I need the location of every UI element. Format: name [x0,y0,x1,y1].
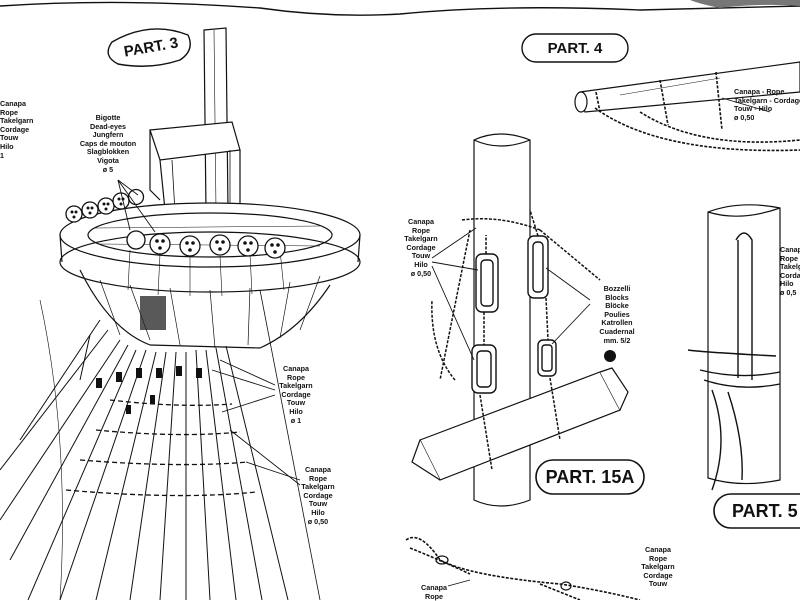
part3-mast-top-drawing [59,27,361,349]
label-line: Rope [780,253,798,263]
label-line: Touw - Hilo [734,104,773,114]
label-line: Canapa [305,465,331,474]
label-line: mm. 5/2 [603,335,631,345]
label-line: Cordage [406,242,436,252]
label-line: Rope [425,591,443,601]
label-line: Cordage [0,124,30,134]
label-line: Canapa [0,99,26,108]
label-line: Canapa [421,583,447,592]
label-line: Hilo [311,507,325,517]
label-line: Touw [411,251,431,261]
deadeyes-row-top [65,188,286,259]
part5-rope [687,349,781,491]
label-line: Cordage [780,270,800,280]
label-line: Takelgarn [780,262,800,272]
part3-leader-lines [117,179,301,486]
label-line: Rope [309,473,327,483]
label-line: Takelgarn [0,116,34,126]
label-line: ø 0,50 [307,516,329,526]
part15a-ropes [431,209,601,471]
label-line: ø 0,5 [780,287,797,297]
label-line: Takelgarn [641,562,675,572]
part15a-title: PART. 15A [545,466,635,487]
label-line: Hilo [780,279,794,289]
label-line: Rope [0,107,18,117]
label-line: Slagblokken [86,147,130,157]
label-line: Cordage [303,490,333,500]
label-line: Rope [649,553,667,563]
label-line: Caps de mouton [79,138,137,148]
bottom-rope-loops [435,555,572,591]
label-line: Bigotte [95,113,121,122]
label-rope-right-edge: CanapaRopeTakelgarnCordageHiloø 0,5 [780,245,800,298]
page-top-shading [690,0,800,8]
bottom-rope-detail [405,536,641,600]
label-line: ø 0,50 [734,112,755,122]
part4-title: PART. 4 [547,39,603,57]
label-line: Dead-eyes [90,121,126,131]
label-line: Touw [648,579,668,589]
label-line: Cuadernal [599,326,635,336]
label-line: Canapa [283,364,309,373]
label-line: Bozzelli [603,284,631,293]
label-line: ø 0,50 [410,268,432,278]
label-line: Takelgarn [404,234,438,244]
part4-rope-lines [594,71,800,152]
label-line: Katrollen [601,318,633,328]
part15a-mast-drawing [411,133,629,507]
label-line: ø 1 [290,415,302,425]
label-line: Canapa - Rope [734,87,785,96]
label-line: Vigota [97,155,119,165]
label-line: Touw [0,133,19,143]
label-line: Touw [308,499,328,509]
label-line: Hilo [289,406,303,416]
label-line: Rope [412,225,430,235]
label-line: Blocks [605,292,629,302]
label-line: ø 5 [102,164,114,174]
part15a-blocks [471,235,557,394]
label-line: Canapa [780,245,800,254]
part3-badge-outline [107,28,191,67]
part4-badge-outline [521,33,629,63]
label-line: Rope [287,372,305,382]
ratlines [65,399,257,497]
label-line: Canapa [645,545,671,554]
part5-coil-drawing [707,204,781,485]
part15a-badge-outline [535,459,645,495]
part15a-leader-lines [431,227,591,361]
label-line: Blöcke [605,301,629,311]
part15a-scale-dot [604,350,616,362]
label-line: Touw [286,398,306,408]
label-line: Takelgarn [301,482,335,492]
part5-title: PART. 5 [732,500,798,521]
label-line: 1 [0,150,4,160]
part5-badge-outline [713,493,800,529]
label-line: Cordage [643,570,673,580]
label-line: Hilo [414,259,428,269]
part4-yard-drawing [574,61,800,113]
label-line: Canapa [408,217,434,226]
label-line: Hilo [0,141,14,151]
label-line: Cordage [281,389,311,399]
label-line: Takelgarn [279,381,313,391]
shroud-seizings [96,366,202,414]
part4-leader [721,97,771,113]
page-top-curve [0,1,800,16]
deadeyes-holes [70,197,280,254]
label-line: Jungfern [92,130,124,140]
label-line: Poulies [604,309,630,319]
shrouds-lines [0,289,321,600]
bottom-left-leader [447,579,471,587]
label-line: Takelgarn - Cordage [734,95,800,105]
